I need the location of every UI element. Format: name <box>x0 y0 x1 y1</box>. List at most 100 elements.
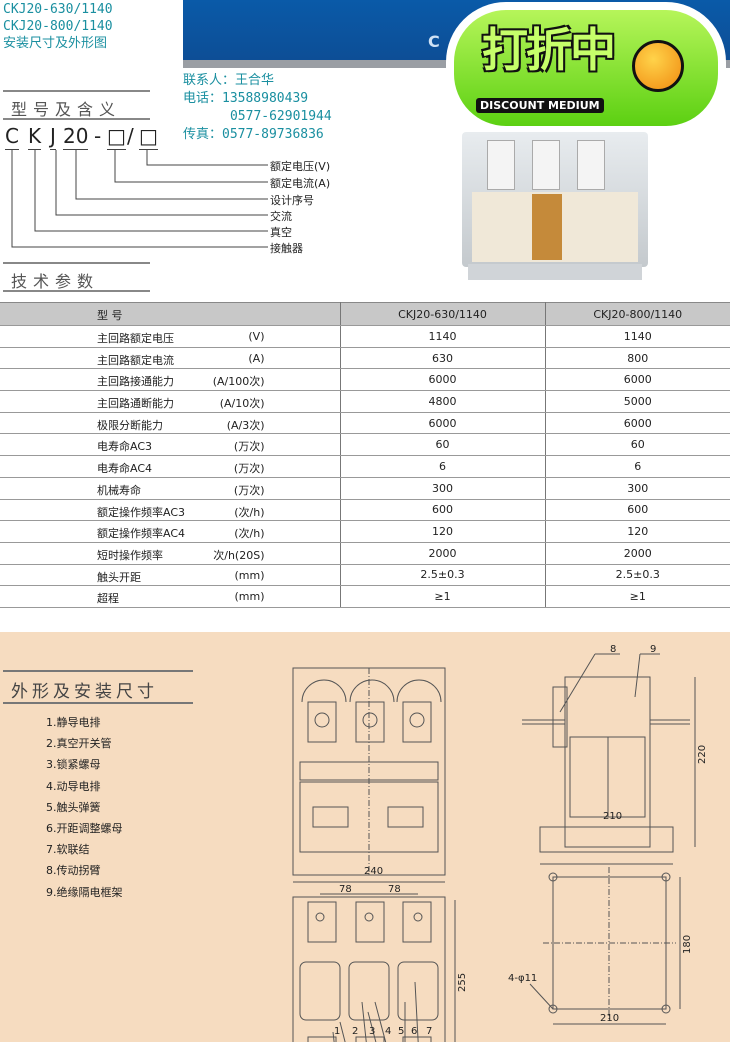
param-unit: 次/h(20S) <box>213 548 265 562</box>
page-title: CKJ20-630/1140 CKJ20-800/1140 安装尺寸及外形图 <box>3 1 113 52</box>
param-cell: 机械寿命 (万次) <box>0 477 341 500</box>
param-unit: (A/100次) <box>212 375 265 389</box>
value-630: 2000 <box>340 542 546 565</box>
param-label: 触头开距 <box>97 570 141 584</box>
param-unit: (万次) <box>233 483 265 497</box>
param-label: 电寿命AC3 <box>97 440 153 454</box>
param-cell: 极限分断能力(A/3次) <box>0 412 341 435</box>
contact-fax: 传真：0577-89736836 <box>183 127 324 142</box>
callout-number: 1 <box>334 1026 340 1037</box>
table-header: 型 号 CKJ20-630/1140 CKJ20-800/1140 <box>0 302 730 326</box>
param-cell: 电寿命AC3 (万次) <box>0 433 341 457</box>
section-title-dimensions: 外形及安装尺寸 <box>3 670 193 704</box>
param-label: 主回路接通能力 <box>97 375 174 389</box>
part-item: 5.触头弹簧 <box>46 800 101 814</box>
part-item: 1.静导电排 <box>46 716 101 729</box>
code-char: J <box>50 124 56 150</box>
param-unit: (V) <box>248 330 265 343</box>
part-label-8: 8 <box>610 644 616 655</box>
param-label: 额定操作频率AC4 <box>97 527 186 541</box>
dim-78b: 78 <box>388 884 401 895</box>
code-char: C <box>5 124 19 150</box>
code-meaning: 设计序号 <box>270 194 314 207</box>
part-label-9: 9 <box>650 644 656 655</box>
param-cell: 超程 (mm) <box>0 585 341 608</box>
contact-person: 联系人：王合华 <box>183 73 275 88</box>
contact-phone: 电话：13588980439 <box>183 91 309 106</box>
param-label: 机械寿命 <box>97 483 141 497</box>
logo-orb-icon <box>632 40 684 92</box>
front-view-drawing <box>292 667 446 876</box>
code-meaning: 额定电流(A) <box>270 177 331 190</box>
logo-text: 打折中 <box>482 23 616 77</box>
param-label: 短时操作频率 <box>97 548 163 562</box>
param-cell: 短时操作频率 次/h(20S) <box>0 542 341 565</box>
header-cell: 型 号 <box>0 302 341 326</box>
dim-255: 255 <box>457 973 468 992</box>
param-label: 电寿命AC4 <box>97 462 153 476</box>
callout-number: 3 <box>369 1026 375 1037</box>
code-char: □ <box>139 124 158 150</box>
code-meaning: 额定电压(V) <box>270 160 331 173</box>
param-unit: (A/3次) <box>226 418 265 432</box>
section-title-tech: 技术参数 <box>3 262 150 292</box>
code-meaning: 交流 <box>270 210 292 223</box>
value-630: ≥1 <box>340 585 546 608</box>
param-label: 主回路额定电压 <box>97 332 174 345</box>
part-item: 7.软联结 <box>46 843 90 857</box>
param-unit: (万次) <box>233 462 265 476</box>
param-label: 主回路额定电流 <box>97 353 174 367</box>
value-800: 6 <box>545 455 730 478</box>
title-line: 安装尺寸及外形图 <box>3 36 108 51</box>
param-label: 超程 <box>97 592 119 606</box>
product-photo <box>462 132 648 282</box>
param-cell: 触头开距(mm) <box>0 564 341 587</box>
technical-drawings: 210 220 240 78 78 255 180 210 4-φ11 8 9 … <box>292 644 708 1042</box>
code-char: / <box>127 124 134 148</box>
value-800: 1140 <box>545 325 730 348</box>
value-800: 5000 <box>545 390 730 413</box>
value-800: 60 <box>545 433 730 457</box>
mounting-hole-drawing <box>529 867 681 1025</box>
dim-210-base: 210 <box>600 1013 619 1024</box>
part-item: 3.锁紧螺母 <box>46 758 101 772</box>
title-line: CKJ20-630/1140 <box>3 2 113 17</box>
param-cell: 电寿命AC4 (万次) <box>0 455 341 478</box>
value-630: 120 <box>340 520 546 543</box>
part-item: 4.动导电排 <box>46 779 101 793</box>
part-item: 8.传动拐臂 <box>46 864 101 878</box>
callout-number: 2 <box>352 1026 358 1037</box>
value-630: 2.5±0.3 <box>340 564 546 587</box>
param-unit: (万次) <box>233 440 265 454</box>
value-630: 60 <box>340 433 546 457</box>
param-label: 额定操作频率AC3 <box>97 505 186 519</box>
header-cell: CKJ20-800/1140 <box>545 302 730 326</box>
code-char: K <box>28 124 42 150</box>
param-cell: 主回路接通能力 (A/100次) <box>0 368 341 392</box>
param-unit: (mm) <box>234 590 265 604</box>
callout-number: 7 <box>426 1026 432 1037</box>
part-item: 2.真空开关管 <box>46 737 112 751</box>
value-800: 300 <box>545 477 730 500</box>
param-unit: (次/h) <box>234 527 265 541</box>
dim-180: 180 <box>682 935 693 954</box>
contact-info: 联系人：王合华 电话：13588980439 0577-62901944 传真：… <box>183 72 332 144</box>
title-line: CKJ20-800/1140 <box>3 19 113 34</box>
value-800: 6000 <box>545 412 730 435</box>
value-630: 300 <box>340 477 546 500</box>
value-630: 6 <box>340 455 546 478</box>
param-label: 主回路通断能力 <box>97 397 174 411</box>
dim-220: 220 <box>697 745 708 764</box>
